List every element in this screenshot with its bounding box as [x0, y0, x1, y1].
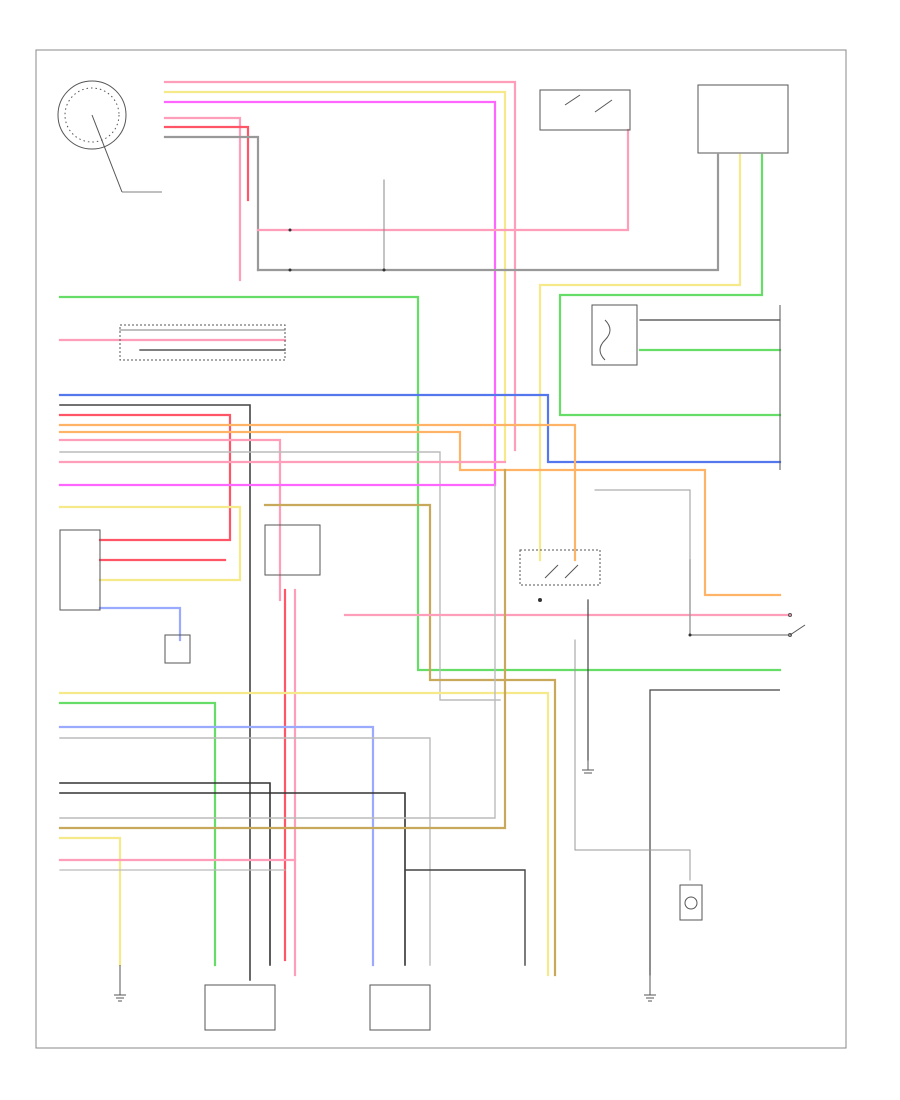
- wire-green-long: [58, 295, 782, 672]
- oxygen-sensor-box: [164, 634, 191, 664]
- fuel-pump-motor-box: [679, 884, 703, 921]
- wire-green-low: [58, 701, 217, 967]
- grounds: [114, 760, 656, 1002]
- wire-pink-3: [256, 128, 630, 232]
- wire-gray-low: [59, 737, 431, 966]
- wire-orange-2: [58, 430, 782, 597]
- frame-border: [35, 49, 847, 1049]
- vehicle-speed-sensor-box: [591, 304, 638, 366]
- wire-gray-fp: [574, 639, 691, 881]
- wire-yellow-top: [163, 90, 507, 462]
- instrument-cluster-box: [697, 84, 789, 154]
- pcm-box: [264, 524, 321, 576]
- wire-blue-low: [58, 725, 375, 967]
- wire-tan-1: [263, 503, 557, 977]
- wire-red-2: [58, 413, 232, 542]
- wire-yellow-low2: [58, 836, 122, 967]
- ground-center: [582, 760, 594, 774]
- ground-left: [114, 965, 126, 1002]
- wire-green-cluster: [558, 153, 782, 417]
- wire-dark-1: [59, 404, 251, 981]
- gauge-symbol: [57, 80, 127, 150]
- wire-pink-4: [58, 438, 282, 602]
- wire-pink-2: [163, 116, 242, 282]
- components: [57, 80, 806, 1031]
- wire-yellow-2: [58, 505, 242, 582]
- wires: [58, 80, 792, 981]
- wire-dark-ckp: [404, 869, 526, 966]
- ignition-switch-box: [539, 89, 631, 131]
- wire-gray-3: [59, 451, 501, 701]
- wire-orange-1: [58, 423, 577, 562]
- wire-pink-top: [163, 80, 517, 452]
- wire-tan-low: [58, 468, 507, 830]
- wire-dark-low2: [59, 792, 406, 966]
- camshaft-sensor-box: [204, 984, 276, 1031]
- wire-blue-2: [98, 606, 182, 642]
- wire-yellow-low: [58, 691, 550, 977]
- wire-red-1: [163, 125, 250, 202]
- crankshaft-sensor-box: [369, 984, 431, 1031]
- wire-dark-relay: [649, 689, 780, 976]
- splice-points: [288, 228, 692, 637]
- wire-blue: [58, 393, 782, 464]
- wire-magenta-top: [163, 100, 497, 487]
- wire-gray-1: [163, 135, 260, 272]
- fuel-pump-relay-box: [519, 549, 601, 586]
- knock-sensor-box: [59, 529, 101, 611]
- wire-dark-low1: [59, 782, 271, 966]
- wire-gray-2: [256, 153, 720, 272]
- wire-gray-low2: [59, 484, 496, 819]
- wire-yellow-cluster: [538, 153, 742, 562]
- ground-right: [644, 975, 656, 1002]
